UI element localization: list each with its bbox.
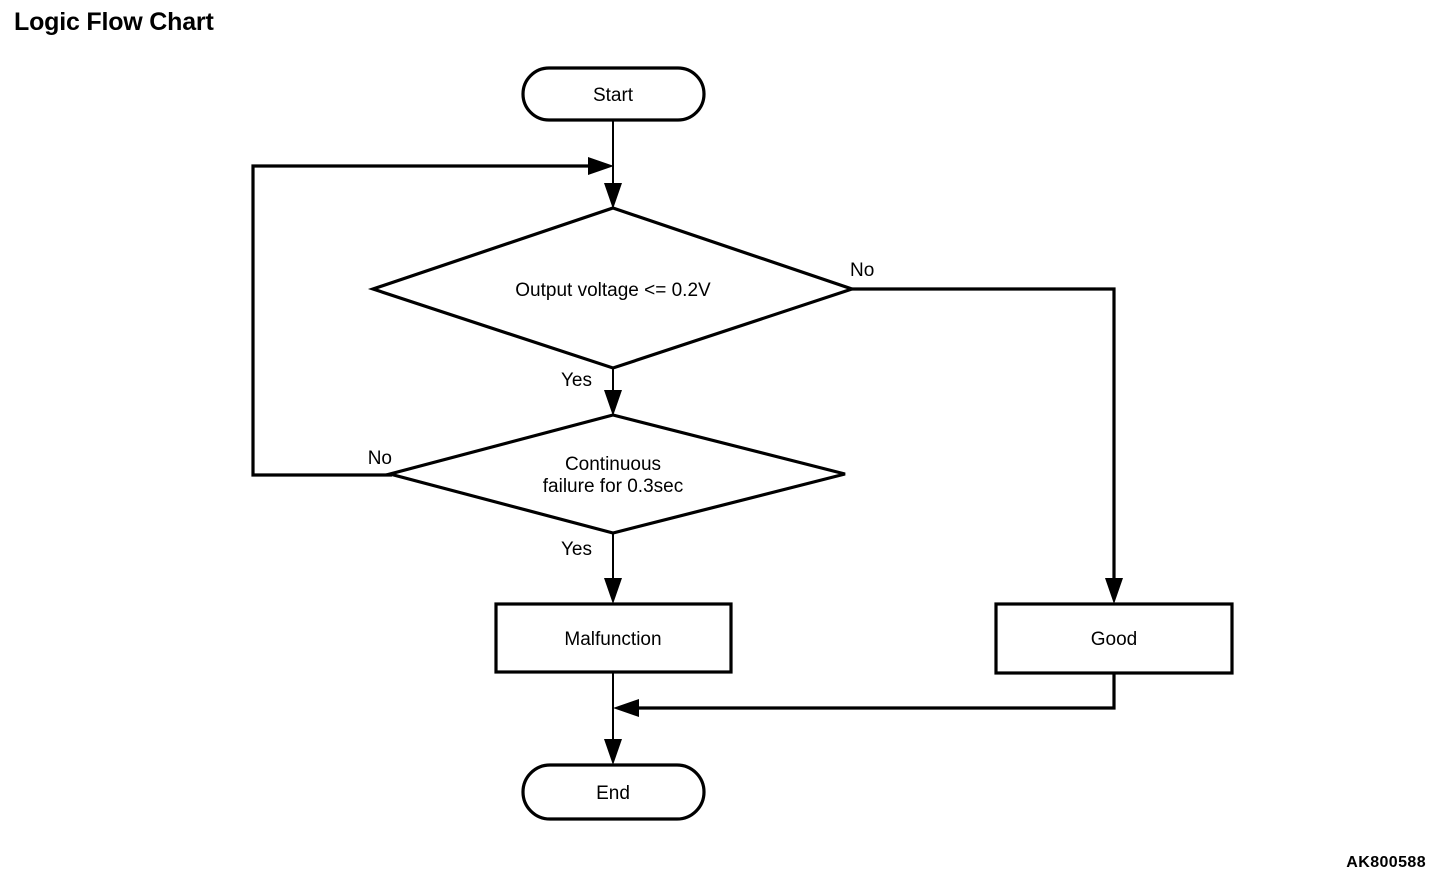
node-decision-output-voltage[interactable]: Output voltage <= 0.2V [367, 206, 858, 370]
image-reference-code: AK800588 [1346, 854, 1426, 871]
node-end-label: End [596, 783, 630, 804]
node-end[interactable]: End [521, 763, 706, 821]
edge-voltage-no-to-good [852, 287, 1123, 604]
edge-good-to-end-merge [613, 673, 1116, 717]
node-malfunction[interactable]: Malfunction [494, 602, 733, 674]
edge-label-voltage-yes: Yes [561, 370, 592, 391]
edge-continuous-yes-to-malfunction [604, 533, 622, 604]
edge-label-continuous-no: No [368, 448, 392, 469]
node-decision-continuous-failure[interactable]: Continuous failure for 0.3sec [383, 413, 846, 535]
node-good-label: Good [1091, 629, 1137, 650]
node-good[interactable]: Good [994, 602, 1234, 675]
node-start-label: Start [593, 85, 634, 106]
page-title: Logic Flow Chart [14, 8, 214, 36]
edge-voltage-yes-to-continuous [604, 368, 622, 416]
edge-label-voltage-no: No [850, 260, 874, 281]
node-malfunction-label: Malfunction [564, 629, 661, 650]
node-decision-output-voltage-label: Output voltage <= 0.2V [515, 280, 711, 301]
edge-malfunction-to-end [604, 672, 622, 765]
node-decision-continuous-failure-label-line2: failure for 0.3sec [543, 476, 683, 497]
edge-start-to-voltage [604, 120, 622, 209]
node-start[interactable]: Start [521, 66, 706, 122]
edge-label-continuous-yes: Yes [561, 539, 592, 560]
node-decision-continuous-failure-label-line1: Continuous [565, 454, 661, 475]
edge-continuous-no-loopback [251, 157, 614, 477]
